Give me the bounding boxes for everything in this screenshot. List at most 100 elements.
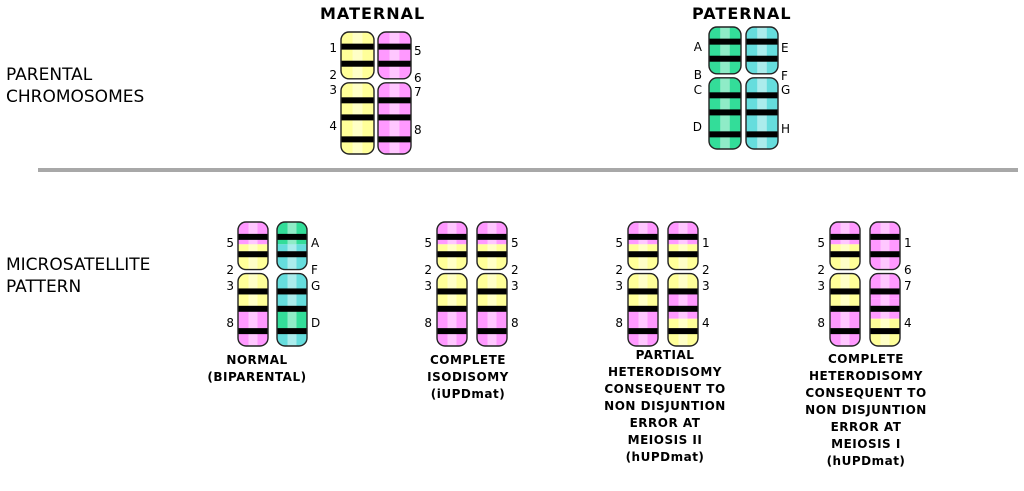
- band: [746, 55, 778, 62]
- band: [378, 114, 411, 121]
- band: [437, 233, 467, 240]
- band: [746, 92, 778, 99]
- arm-outline: [869, 221, 901, 271]
- band: [628, 251, 658, 258]
- iso-left-marker-label: 5: [424, 236, 432, 250]
- arm-outline: [667, 272, 699, 347]
- normal-right-marker-label: F: [311, 263, 318, 277]
- paternal-chromosome-2: [745, 26, 779, 150]
- arm-outline: [667, 221, 699, 271]
- band: [870, 288, 900, 295]
- band: [668, 305, 698, 312]
- arm-outline: [476, 221, 508, 271]
- complete-chromosome-2: [869, 221, 901, 347]
- band: [378, 136, 411, 143]
- arm-outline: [745, 26, 779, 75]
- arm-outline: [436, 221, 468, 271]
- band: [277, 251, 307, 258]
- lower-arm: [277, 273, 307, 346]
- maternal-right-marker-label: 5: [414, 44, 422, 58]
- band: [238, 288, 268, 295]
- band: [668, 251, 698, 258]
- arm-outline: [237, 221, 269, 271]
- lower-arm: [746, 77, 778, 149]
- band: [341, 136, 374, 143]
- normal-right-marker-label: D: [311, 316, 320, 330]
- band: [668, 328, 698, 335]
- arm-outline: [436, 272, 468, 347]
- maternal-chromosome-2: [377, 31, 412, 155]
- paternal-right-marker-label: F: [781, 69, 788, 83]
- arm-outline: [276, 272, 308, 347]
- band: [830, 305, 860, 312]
- upper-arm: [437, 222, 467, 270]
- maternal-left-marker-label: 3: [329, 83, 337, 97]
- band: [341, 114, 374, 121]
- maternal-left-marker-label: 4: [329, 119, 337, 133]
- band: [437, 288, 467, 295]
- band: [378, 97, 411, 104]
- normal-right-marker-label: A: [311, 236, 320, 250]
- partial-left-marker-label: 5: [615, 236, 623, 250]
- band: [746, 131, 778, 138]
- paternal-right-marker-label: G: [781, 83, 790, 97]
- band: [709, 109, 741, 116]
- band: [238, 305, 268, 312]
- partial-chromosome-1: [627, 221, 659, 347]
- arm-outline: [340, 82, 375, 155]
- lower-arm: [628, 273, 658, 346]
- band: [870, 328, 900, 335]
- upper-arm: [277, 222, 307, 270]
- iso-right-marker-label: 3: [511, 279, 519, 293]
- arm-outline: [829, 221, 861, 271]
- caption-partial-heterodisomy: PARTIAL HETERODISOMY CONSEQUENT TO NON D…: [604, 348, 726, 464]
- band: [477, 328, 507, 335]
- paternal-left-marker-label: A: [694, 40, 703, 54]
- lower-arm: [870, 273, 900, 346]
- iso-left-marker-label: 2: [424, 263, 432, 277]
- band: [437, 305, 467, 312]
- band: [378, 43, 411, 50]
- complete-left-marker-label: 2: [817, 263, 825, 277]
- arm-outline: [377, 31, 412, 80]
- lower-arm: [378, 82, 411, 154]
- maternal-right-marker-label: 6: [414, 71, 422, 85]
- color-segment: [341, 32, 374, 79]
- arm-outline: [829, 272, 861, 347]
- color-segment: [870, 222, 900, 270]
- iso-right-marker-label: 5: [511, 236, 519, 250]
- band: [277, 288, 307, 295]
- paternal-header: PATERNAL: [692, 4, 792, 23]
- band: [628, 233, 658, 240]
- band: [709, 38, 741, 45]
- upper-arm: [709, 27, 741, 74]
- lower-arm: [709, 77, 741, 149]
- iso-left-marker-label: 3: [424, 279, 432, 293]
- band: [746, 109, 778, 116]
- upper-arm: [238, 222, 268, 270]
- color-segment: [668, 291, 698, 319]
- section-divider: [38, 168, 1018, 172]
- lower-arm: [830, 273, 860, 346]
- iso-right-marker-label: 8: [511, 316, 519, 330]
- normal-left-marker-label: 3: [226, 279, 234, 293]
- paternal-left-marker-label: C: [694, 83, 702, 97]
- maternal-chromosome-1: [340, 31, 375, 155]
- complete-left-marker-label: 8: [817, 316, 825, 330]
- partial-right-marker-label: 1: [702, 236, 710, 250]
- band: [437, 328, 467, 335]
- paternal-left-marker-label: B: [694, 68, 702, 82]
- complete-chromosome-1: [829, 221, 861, 347]
- paternal-chromosome-1: [708, 26, 742, 150]
- upper-arm: [668, 222, 698, 270]
- band: [830, 251, 860, 258]
- band: [709, 92, 741, 99]
- band: [238, 233, 268, 240]
- band: [709, 131, 741, 138]
- color-segment: [870, 273, 900, 280]
- maternal-right-marker-label: 8: [414, 123, 422, 137]
- upper-arm: [746, 27, 778, 74]
- band: [870, 305, 900, 312]
- band: [341, 43, 374, 50]
